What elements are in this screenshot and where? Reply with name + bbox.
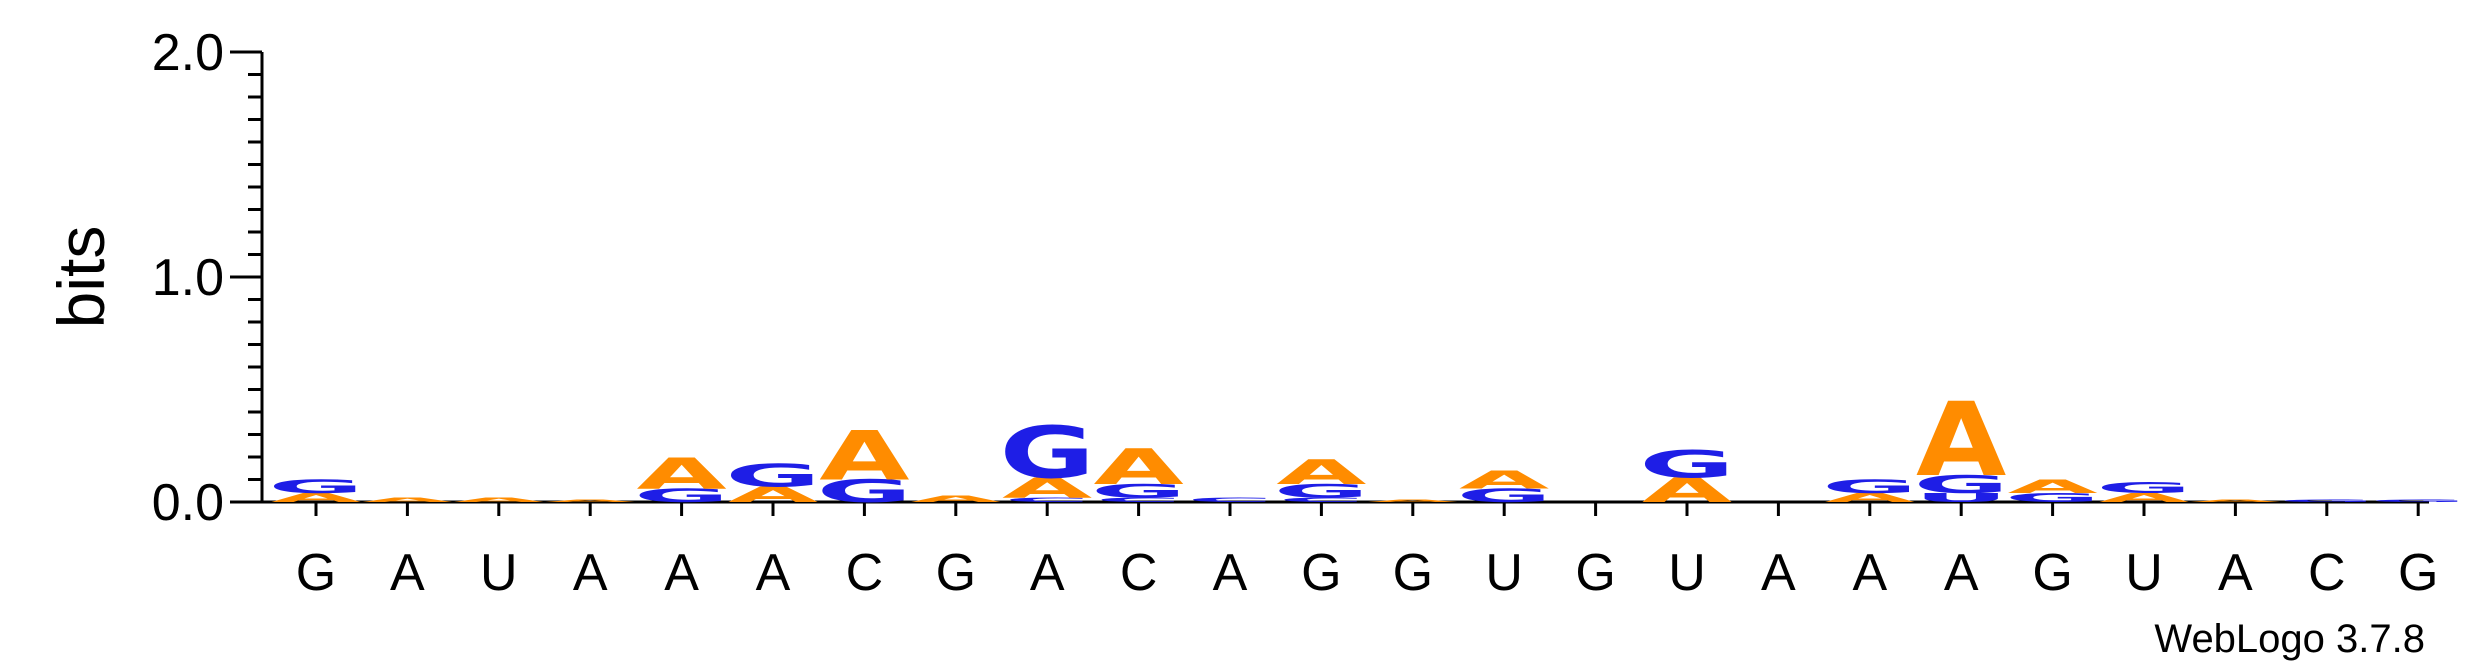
logo-letter-c: C [1187,496,1273,503]
weblogo-credit: WebLogo 3.7.8 [2154,617,2425,661]
x-tick-label: G [2398,544,2438,602]
logo-letter-g: G [1639,443,1735,486]
x-tick-label: G [2032,544,2072,602]
logo-letter-c: C [1096,496,1182,503]
logo-letter-c: C [1279,496,1365,503]
x-tick-label: U [480,544,518,602]
x-tick-label: U [1485,544,1523,602]
x-tick-label: C [1120,544,1158,602]
y-tick-label: 0.0 [152,474,224,532]
logo-letter-g: G [1822,476,1918,498]
logo-letter-g: G [1913,470,2009,499]
logo-letter-a: A [545,499,635,503]
x-tick-label: A [390,544,425,602]
logo-letter-a: A [1916,380,2007,499]
x-tick-label: C [846,544,884,602]
x-tick-label: A [1213,544,1248,602]
logo-letter-a: A [2190,499,2280,503]
y-axis: 0.0 1.0 2.0 bits [44,24,264,532]
logo-letter-u: U [1914,491,2009,505]
x-tick-label: A [2218,544,2253,602]
x-tick-label: G [936,544,976,602]
logo-letter-a: A [1459,466,1549,495]
logo-letter-g: G [268,476,364,498]
x-tick-label: A [1852,544,1887,602]
x-tick-label: A [1030,544,1065,602]
logo-letter-a: A [2007,476,2098,498]
logo-letter-a: A [1642,471,1733,510]
x-tick-label: U [1668,544,1706,602]
x-tick-label: C [2308,544,2346,602]
logo-letter-a: A [1368,499,1458,503]
x-tick-label: G [1301,544,1341,602]
y-axis-label: bits [44,226,118,329]
x-tick-label: A [756,544,791,602]
logo-letter-a: A [1002,472,1093,504]
logo-letter-a: A [271,491,361,505]
logo-letter-g: G [1274,480,1370,502]
x-tick-label: U [2125,544,2163,602]
x-tick-label: A [1761,544,1796,602]
y-tick-label: 1.0 [152,249,224,307]
logo-letter-a: A [728,482,818,507]
x-tick-label: G [1575,544,1615,602]
x-tick-label: A [573,544,608,602]
logo-letter-a: A [1825,491,1915,505]
logo-letter-a: A [819,416,909,496]
logo-letter-g: G [1091,480,1187,502]
logo-letter-a: A [1276,453,1367,492]
logo-letter-a: A [362,496,452,503]
logo-letter-g: G [2279,499,2375,503]
logo-letter-a: A [2099,491,2189,505]
x-tick-label: G [1393,544,1433,602]
logo-letter-a: A [636,448,726,499]
x-tick-label: G [296,544,336,602]
logo-letter-g: G [999,411,1095,494]
logo-letter-a: A [1093,439,1183,496]
logo-letter-g: G [1456,485,1552,507]
logo-letter-c: C [1004,496,1090,503]
logo-letter-a: A [911,493,1001,504]
logo-letter-g: G [2005,491,2101,505]
logo-letter-g: G [817,474,913,510]
logo-letter-g: G [634,485,730,507]
x-tick-label: A [1944,544,1979,602]
logo-letter-g: G [2370,499,2466,503]
logo-letter-g: G [2096,479,2192,497]
logo-letter-g: G [725,458,821,494]
x-tick-label: A [664,544,699,602]
logo-letter-a: A [454,496,544,503]
y-tick-label: 2.0 [152,24,224,82]
